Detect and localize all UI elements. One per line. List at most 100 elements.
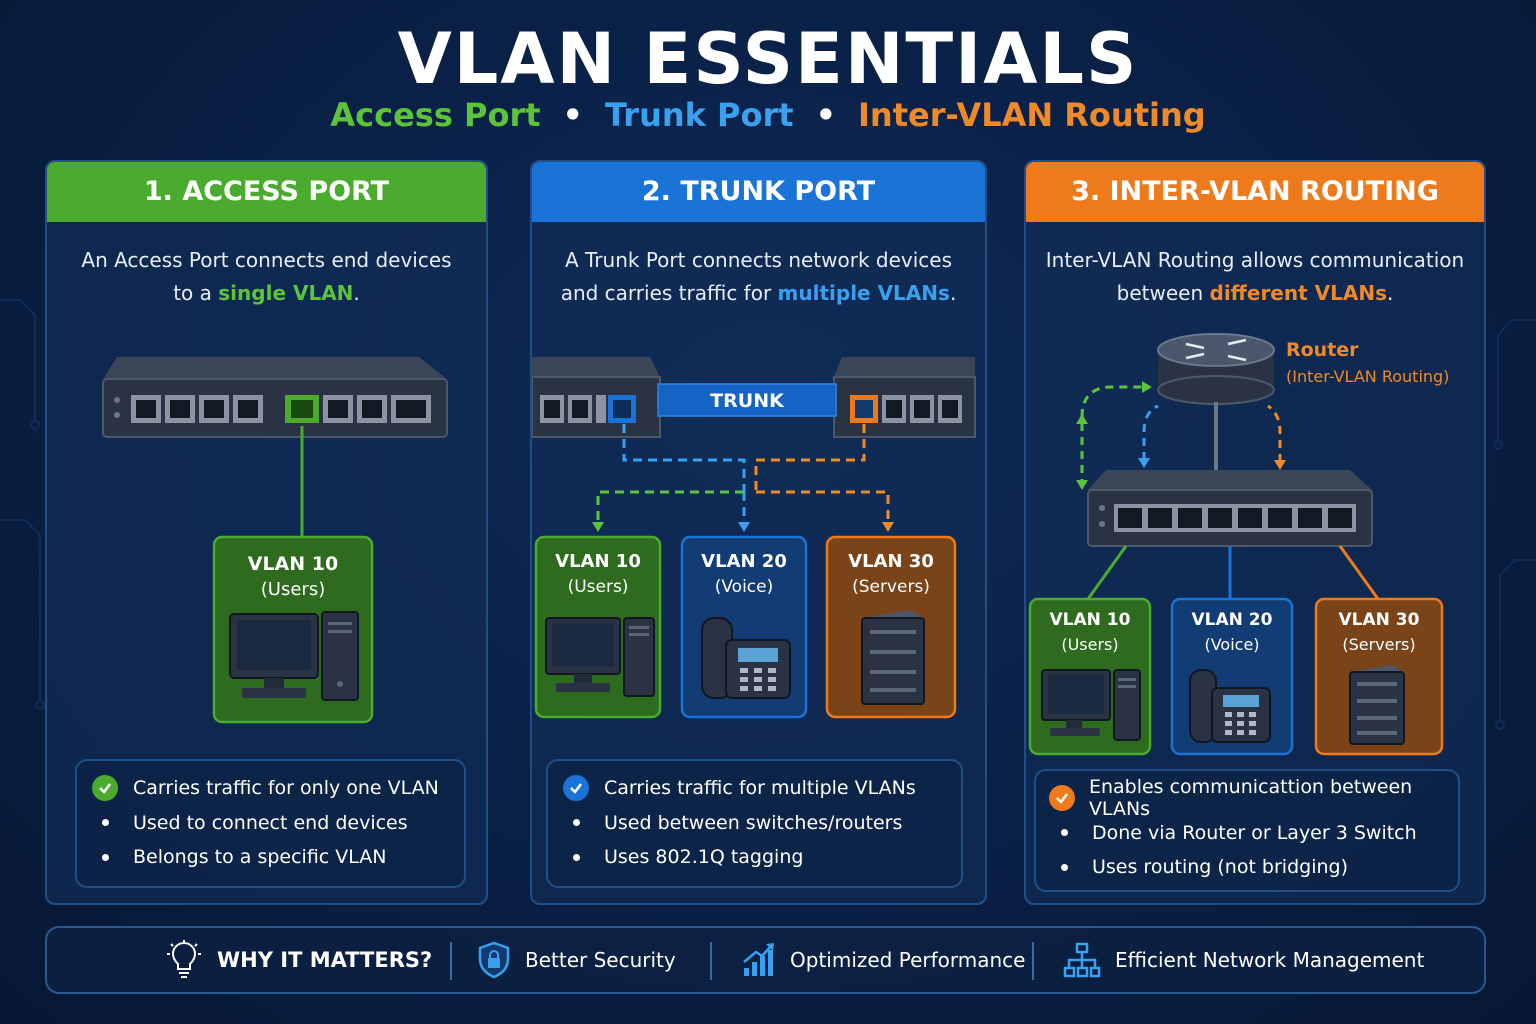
bullet-dot [572,853,580,861]
list-item: Carries traffic for multiple VLANs [548,771,961,806]
trunk-port-bullets: Carries traffic for multiple VLANs Used … [546,759,963,888]
vlan-name: VLAN 20 [701,551,787,572]
desc-line: An Access Port connects end devices [81,248,452,272]
bullet-text: Done via Router or Layer 3 Switch [1092,821,1417,844]
list-item: Carries traffic for only one VLAN [77,771,464,806]
vlan-name: VLAN 10 [555,551,641,572]
bullet-text: Uses routing (not bridging) [1092,856,1348,879]
bullet-dot [101,819,109,827]
inter-vlan-routing-header: 3. INTER-VLAN ROUTING [1026,162,1484,222]
router-icon [1157,333,1275,405]
trunk-port-description: A Trunk Port connects network devices an… [532,244,985,310]
why-label: WHY IT MATTERS? [217,948,433,972]
access-port-header: 1. ACCESS PORT [47,162,486,222]
vlan-name: VLAN 30 [848,551,934,572]
switch-icon [532,357,661,438]
why-it-matters: WHY IT MATTERS? [165,928,432,992]
list-item: Belongs to a specific VLAN [77,840,464,875]
list-item: Done via Router or Layer 3 Switch [1036,816,1458,851]
subtitle-routing: Inter-VLAN Routing [858,96,1206,134]
desc-text: . [353,281,360,305]
divider [1032,942,1034,980]
bullet-text: Belongs to a specific VLAN [133,846,387,869]
vlan-name: VLAN 30 [1339,610,1420,630]
bullet-dot [572,819,580,827]
vlan-name: VLAN 10 [1050,610,1131,630]
bullet-text: Carries traffic for only one VLAN [133,777,439,800]
phone-icon [1189,669,1271,743]
desc-highlight: different VLANs [1209,281,1387,305]
switch-icon [1087,470,1373,547]
vlan-role: (Servers) [852,577,930,597]
bullet-text: Enables communicattion between VLANs [1088,776,1413,821]
page-subtitle: Access Port•Trunk Port•Inter-VLAN Routin… [0,96,1536,134]
access-port-diagram: VLAN 10 (Users) [102,357,448,724]
optimized-performance: Optimized Performance [742,928,1025,992]
desc-text: between [1116,281,1210,305]
vlan-role: (Voice) [1204,635,1259,654]
bullet-dot [1060,863,1068,871]
vlan-role: (Users) [261,579,325,600]
better-security: Better Security [477,928,676,992]
check-icon [92,775,118,802]
inter-vlan-routing-description: Inter-VLAN Routing allows communication … [1026,244,1484,310]
subtitle-trunk: Trunk Port [604,96,794,134]
access-port-panel: VLAN 10 (Users) 1. ACCESS PORT An Access… [45,160,488,905]
desc-line: to a single VLAN. [47,277,486,310]
trunk-port-header: 2. TRUNK PORT [532,162,985,222]
bullet-text: Uses 802.1Q tagging [604,846,804,869]
shield-lock-icon [478,941,510,979]
bullet-text: Carries traffic for multiple VLANs [604,777,916,800]
vlan-role: (Servers) [1342,635,1415,654]
inter-vlan-routing-diagram: Router (Inter-VLAN Routing) [1028,333,1449,756]
page-title: VLAN ESSENTIALS [397,18,1139,100]
desc-line: A Trunk Port connects network devices [564,248,953,272]
desc-text: . [1386,281,1394,305]
list-item: Enables communicattion between VLANs [1036,776,1458,820]
check-icon [563,775,589,802]
list-item: Used to connect end devices [77,806,464,841]
access-port-bullets: Carries traffic for only one VLAN Used t… [75,759,466,888]
server-icon [861,610,925,705]
computer-icon [1041,669,1141,741]
security-label: Better Security [525,948,676,972]
list-item: Uses 802.1Q tagging [548,840,961,875]
inter-vlan-routing-panel: Router (Inter-VLAN Routing) [1024,160,1486,905]
server-icon [1349,665,1405,745]
management-label: Efficient Network Management [1115,948,1425,972]
desc-line: between different VLANs. [1026,277,1484,310]
subtitle-separator: • [562,96,583,134]
vlan-name: VLAN 10 [248,553,338,575]
switch-icon [833,357,976,438]
trunk-label: TRUNK [710,390,785,412]
performance-label: Optimized Performance [790,948,1026,972]
lightbulb-icon [167,940,201,978]
vlan-role: (Users) [568,577,629,597]
divider [710,942,712,980]
why-it-matters-footer: WHY IT MATTERS? Better Security Optimize… [45,926,1486,994]
vlan-role: (Voice) [715,577,774,597]
switch-icon [102,357,448,438]
desc-highlight: multiple VLANs [777,281,950,305]
inter-vlan-routing-bullets: Enables communicattion between VLANs Don… [1034,769,1460,892]
trunk-port-panel: TRUNK VLAN 10 (Users) VLAN 20 (Voice) [530,160,987,905]
desc-text: to a [173,281,219,305]
check-icon [1049,785,1076,812]
router-sublabel: (Inter-VLAN Routing) [1286,367,1449,386]
bullet-text: Used to connect end devices [133,811,408,834]
network-hierarchy-icon [1063,942,1101,978]
vlan-name: VLAN 20 [1192,610,1273,630]
desc-text: . [949,281,957,305]
computer-icon [229,611,359,701]
desc-highlight: single VLAN [218,281,354,305]
desc-line: and carries traffic for multiple VLANs. [532,277,985,310]
performance-chart-icon [743,943,774,976]
phone-icon [701,617,791,699]
divider [450,942,452,980]
vlan-role: (Users) [1061,635,1118,654]
list-item: Used between switches/routers [548,806,961,841]
efficient-management: Efficient Network Management [1063,928,1424,992]
desc-line: Inter-VLAN Routing allows communication [1045,248,1465,272]
router-label: Router [1286,339,1359,361]
